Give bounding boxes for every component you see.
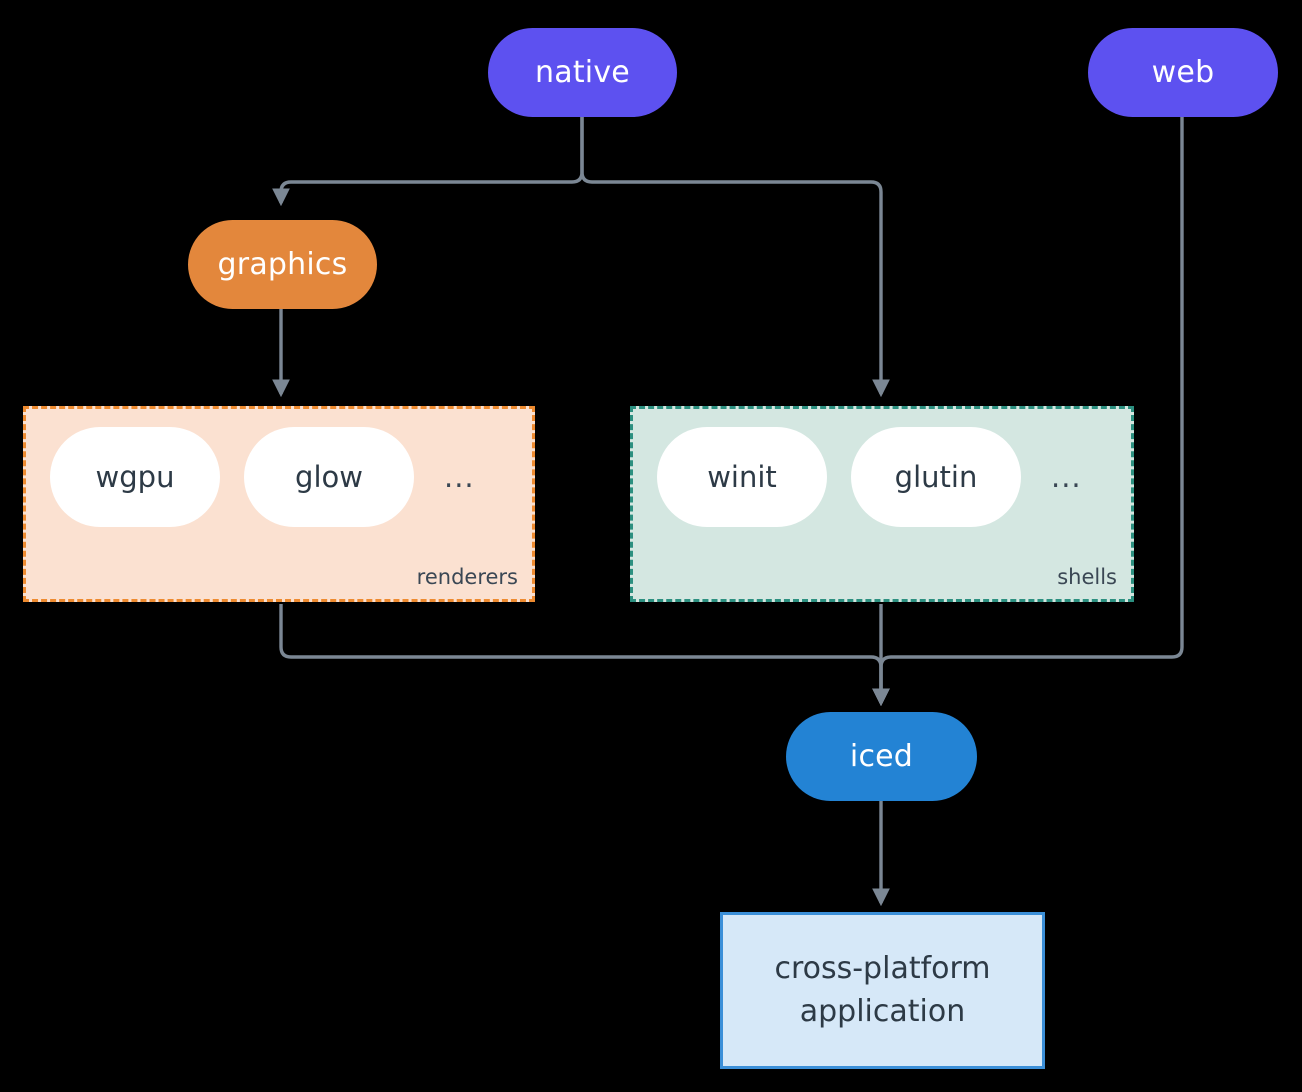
leaf-glutin[interactable]: glutin (851, 427, 1021, 527)
group-renderers-items: wgpu glow ... (26, 427, 475, 527)
node-native[interactable]: native (488, 28, 677, 117)
leaf-glow-label: glow (295, 460, 363, 494)
edge-renderers-iced (279, 604, 890, 707)
group-renderers-ellipsis: ... (444, 460, 475, 494)
leaf-glow[interactable]: glow (244, 427, 414, 527)
node-native-label: native (535, 55, 630, 90)
group-shells[interactable]: winit glutin ... shells (630, 406, 1134, 602)
node-iced[interactable]: iced (786, 712, 977, 801)
edge-native-graphics (272, 117, 584, 207)
node-application-line2: application (799, 993, 966, 1029)
node-graphics[interactable]: graphics (188, 220, 377, 309)
leaf-winit-label: winit (707, 460, 777, 494)
group-shells-items: winit glutin ... (633, 427, 1082, 527)
node-web[interactable]: web (1088, 28, 1278, 117)
node-web-label: web (1151, 55, 1215, 90)
leaf-wgpu-label: wgpu (95, 460, 175, 494)
group-shells-label: shells (1057, 565, 1117, 589)
leaf-wgpu[interactable]: wgpu (50, 427, 220, 527)
node-graphics-label: graphics (217, 247, 348, 282)
node-iced-label: iced (849, 739, 914, 774)
group-shells-ellipsis: ... (1051, 460, 1082, 494)
group-renderers-label: renderers (416, 565, 518, 589)
edge-web-iced (872, 117, 1184, 707)
group-renderers[interactable]: wgpu glow ... renderers (23, 406, 535, 602)
edge-native-shells (580, 117, 890, 398)
leaf-winit[interactable]: winit (657, 427, 827, 527)
leaf-glutin-label: glutin (894, 460, 978, 494)
node-application[interactable]: cross-platform application (720, 912, 1045, 1069)
node-application-line1: cross-platform (774, 950, 991, 986)
